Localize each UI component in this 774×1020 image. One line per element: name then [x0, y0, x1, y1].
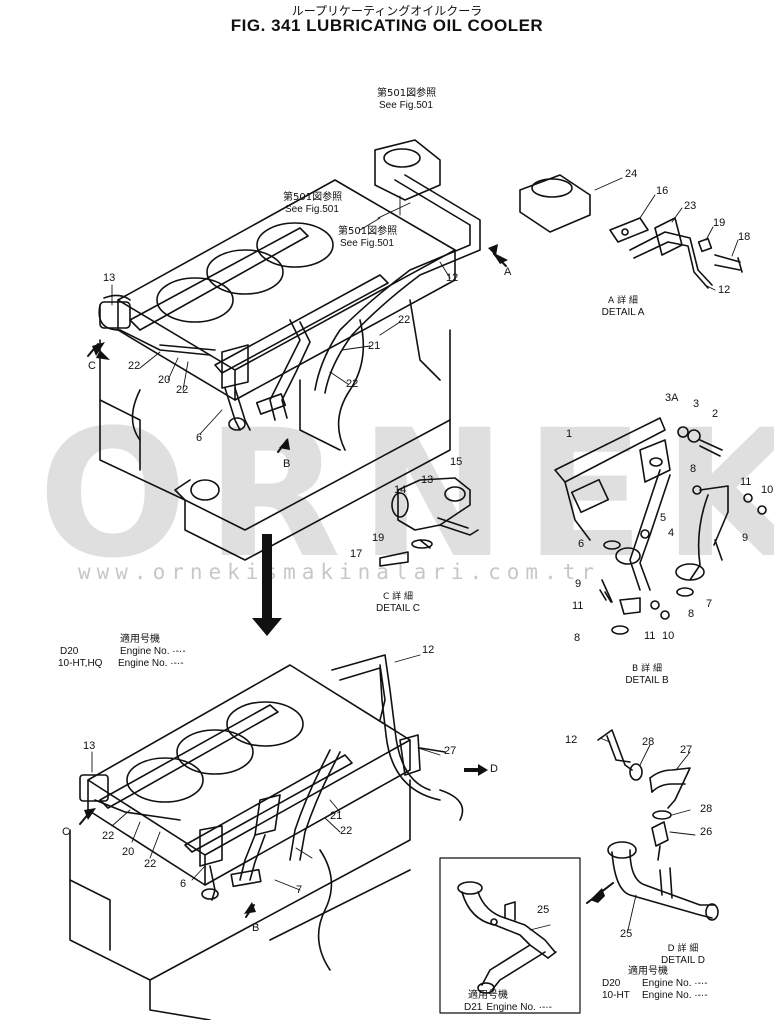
callout-b-8c: 8: [574, 632, 581, 644]
arrow-label-b-top: B: [283, 458, 291, 470]
arrow-label-c-top: C: [88, 360, 96, 372]
callout-top-22c: 22: [398, 314, 411, 326]
callout-b-4: 4: [668, 527, 675, 539]
callout-b-8b: 8: [688, 608, 695, 620]
callout-bottom-22c: 22: [340, 825, 353, 837]
arrow-label-a: A: [504, 266, 512, 278]
view-arrows: [84, 244, 615, 914]
callout-b-8a: 8: [690, 463, 697, 475]
top-engine-block: [99, 179, 456, 561]
callout-d-28a: 28: [642, 736, 655, 748]
callout-bottom-6: 6: [180, 878, 187, 890]
bottom-oil-pipes: [199, 654, 464, 901]
detail-c-label: C 詳 細 DETAIL C: [376, 592, 420, 614]
callout-b-9a: 9: [742, 532, 749, 544]
bottom-leaders: [91, 654, 441, 891]
detail-a-label: A 詳 細 DETAIL A: [601, 296, 645, 318]
callout-b-3: 3: [693, 398, 700, 410]
detail-b-drawing: [554, 417, 767, 635]
top-oil-pipes: [98, 139, 481, 431]
callout-d-26: 26: [700, 826, 713, 838]
callout-c-15: 15: [450, 456, 463, 468]
callout-b-5: 5: [660, 512, 667, 524]
callout-c-13: 13: [421, 474, 434, 486]
callout-top-20: 20: [158, 374, 171, 386]
watermark-url: www.ornekismakinalari.com.tr: [78, 560, 601, 584]
callout-b-6: 6: [578, 538, 585, 550]
detail-d-leaders: [599, 737, 696, 931]
arrow-label-c-bottom: C: [62, 826, 70, 838]
callout-bottom-13: 13: [83, 740, 96, 752]
callout-b-10a: 10: [761, 484, 774, 496]
callout-b-3a: 3A: [665, 392, 679, 404]
callout-b-9b: 9: [575, 578, 582, 590]
callout-b-7: 7: [706, 598, 713, 610]
callout-b-2: 2: [712, 408, 719, 420]
detail-a-drawing: [519, 174, 743, 289]
callout-c-14: 14: [394, 484, 407, 496]
callout-top-22b: 22: [176, 384, 189, 396]
detail-d-drawing: [597, 729, 719, 921]
callout-bottom-22a: 22: [102, 830, 115, 842]
callout-top-22a: 22: [128, 360, 141, 372]
arrow-label-b-bottom: B: [252, 922, 260, 934]
title-english: FIG. 341 LUBRICATING OIL COOLER: [230, 16, 544, 35]
callout-top-12: 12: [446, 272, 459, 284]
callout-b-11a: 11: [740, 476, 752, 488]
callout-bottom-7: 7: [296, 884, 303, 896]
detail-c-drawing: [379, 477, 479, 567]
callout-a-16: 16: [656, 185, 669, 197]
callout-c-17: 17: [350, 548, 363, 560]
callout-bottom-20: 20: [122, 846, 135, 858]
callout-d-27: 27: [680, 744, 693, 756]
callout-a-19: 19: [713, 217, 726, 229]
callout-d-25: 25: [620, 928, 633, 940]
callout-b-11c: 11: [644, 630, 656, 642]
callout-d-28b: 28: [700, 803, 713, 815]
detail-a-leaders: [594, 177, 739, 291]
callout-b-11b: 11: [572, 600, 584, 612]
top-leaders: [111, 195, 451, 435]
callout-bottom-22b: 22: [144, 858, 157, 870]
callout-top-6: 6: [196, 432, 203, 444]
inset-frame: [439, 857, 581, 1014]
detail-d-label: D 詳 細 DETAIL D: [661, 944, 705, 966]
inset-drawing: [457, 881, 557, 994]
reference-fig501-lower: 第501図参照 See Fig.501: [338, 226, 398, 249]
detail-b-label: B 詳 細 DETAIL B: [625, 664, 669, 686]
callout-top-21: 21: [368, 340, 381, 352]
callout-bottom-21: 21: [330, 810, 343, 822]
callout-top-22d: 22: [346, 378, 359, 390]
callout-bottom-12: 12: [422, 644, 435, 656]
bottom-engine-block: [69, 664, 411, 1020]
callout-inset-25: 25: [537, 904, 550, 916]
reference-fig501-top: 第501図参照 See Fig.501: [377, 88, 437, 111]
arrow-label-d: D: [490, 763, 498, 775]
callout-bottom-27: 27: [444, 745, 457, 757]
callout-b-1: 1: [566, 428, 573, 440]
callout-c-19: 19: [372, 532, 385, 544]
title-japanese: ループリケーティングオイルクーラ: [291, 4, 483, 18]
callout-a-18: 18: [738, 231, 751, 243]
reference-fig501-middle: 第501図参照 See Fig.501: [283, 192, 343, 215]
callout-a-24: 24: [625, 168, 638, 180]
callout-d-12: 12: [565, 734, 578, 746]
callout-top-13: 13: [103, 272, 116, 284]
callout-a-23: 23: [684, 200, 697, 212]
callout-b-10b: 10: [662, 630, 675, 642]
callout-a-12: 12: [718, 284, 731, 296]
